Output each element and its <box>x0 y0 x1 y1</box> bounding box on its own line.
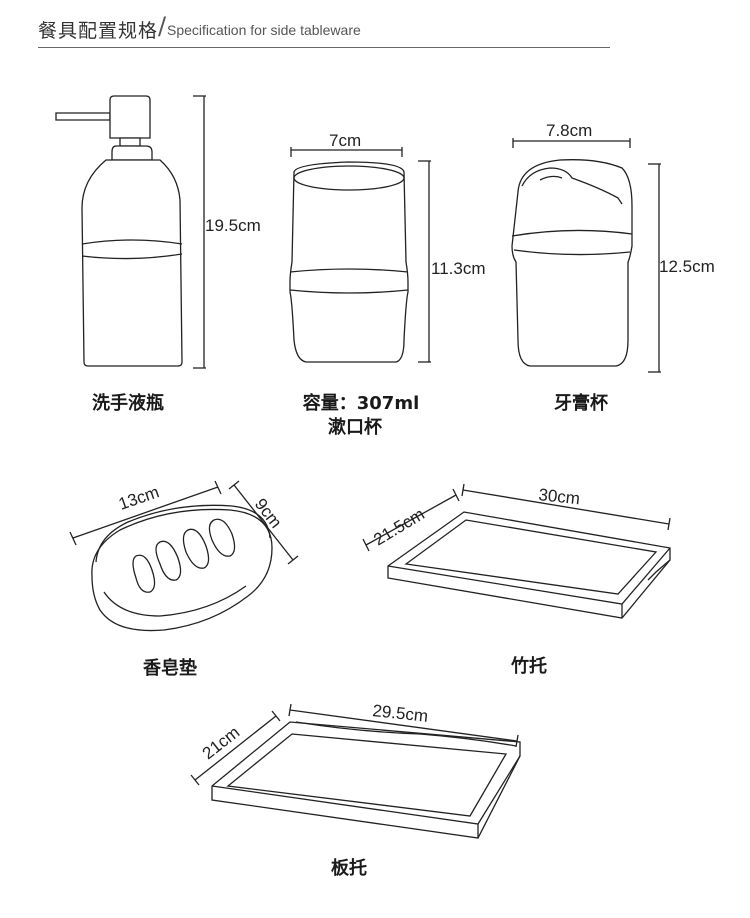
bamboo-tray-width-dimension <box>362 488 460 552</box>
board-tray-label: 板托 <box>331 858 367 879</box>
bamboo-tray-drawing <box>387 511 671 619</box>
soap-dish-width-dimension <box>228 480 299 565</box>
toothpaste-cup-label: 牙膏杯 <box>554 393 608 414</box>
header-title-cn: 餐具配置规格 <box>38 20 159 42</box>
soap-dispenser-height-dimension <box>193 95 206 369</box>
bamboo-tray-length-dimension <box>461 483 671 531</box>
board-tray-drawing <box>211 721 521 839</box>
toothpaste-cup-drawing <box>511 159 633 367</box>
rinse-cup-height-text: 11.3cm <box>431 259 486 278</box>
toothpaste-cup-width-dimension <box>512 138 631 148</box>
rinse-cup-width-text: 7cm <box>329 131 361 150</box>
bamboo-tray-label: 竹托 <box>511 656 547 677</box>
header-title-en: Specification for side tableware <box>167 22 361 38</box>
board-tray-width-dimension <box>190 710 281 786</box>
toothpaste-cup-height-dimension <box>648 163 661 373</box>
rinse-cup-capacity-label: 容量：307ml <box>302 393 420 414</box>
rinse-cup-label: 漱口杯 <box>328 417 382 438</box>
header-separator: / <box>158 12 167 40</box>
soap-dish-length-dimension <box>69 480 222 546</box>
soap-dispenser-height-text: 19.5cm <box>205 216 261 235</box>
header-divider <box>38 47 610 48</box>
bamboo-tray-length-text: 30cm <box>538 485 581 508</box>
soap-dish-drawing <box>91 504 273 632</box>
rinse-cup-width-dimension <box>290 147 403 157</box>
toothpaste-cup-width-text: 7.8cm <box>546 121 592 140</box>
soap-dispenser-drawing <box>55 95 183 367</box>
toothpaste-cup-height-text: 12.5cm <box>659 257 715 276</box>
rinse-cup-height-dimension <box>418 160 431 363</box>
rinse-cup-drawing <box>289 161 409 363</box>
bamboo-tray-width-text: 21.5cm <box>370 504 428 549</box>
board-tray-length-dimension <box>288 703 519 748</box>
soap-dish-label: 香皂垫 <box>143 658 197 679</box>
soap-dispenser-label: 洗手液瓶 <box>92 393 164 414</box>
board-tray-width-text: 21cm <box>199 723 243 764</box>
